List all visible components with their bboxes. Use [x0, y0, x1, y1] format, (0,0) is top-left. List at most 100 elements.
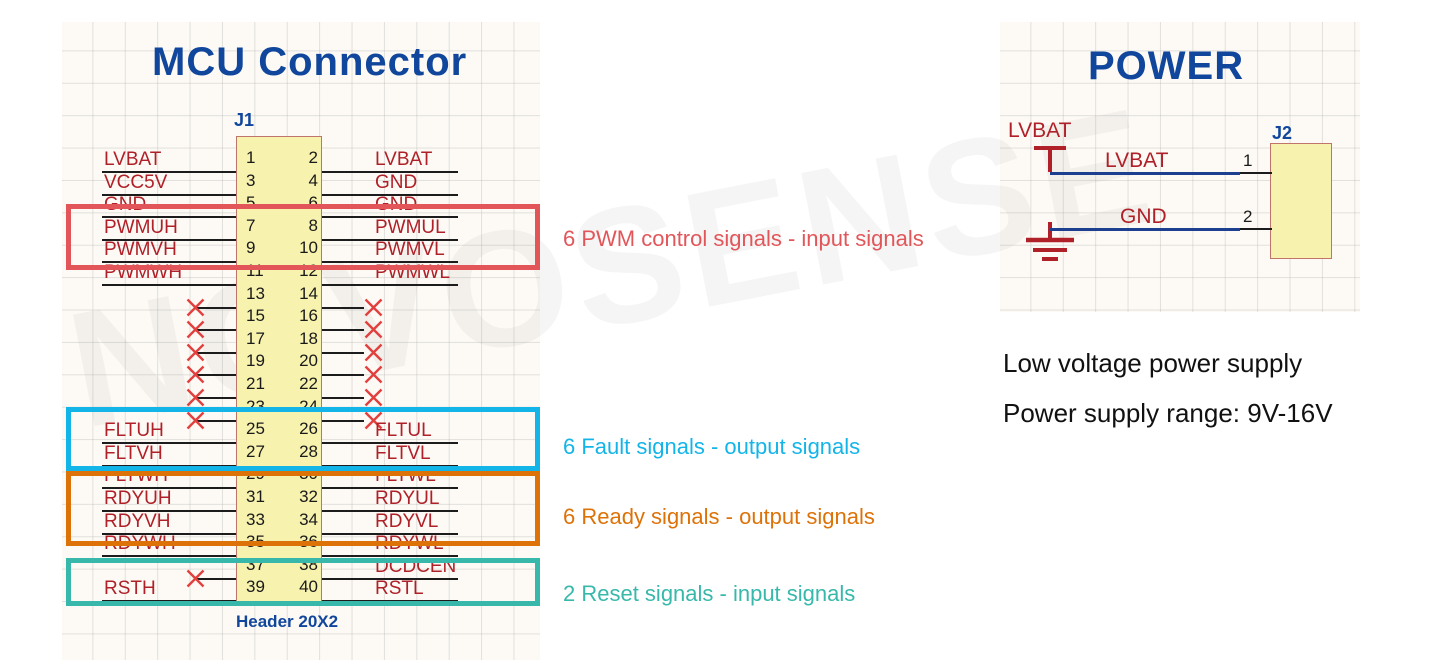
power-description-line-1: Low voltage power supply — [1003, 348, 1303, 378]
j1-pin-number-18: 18 — [299, 328, 318, 348]
no-connect-x-icon-pin-18 — [364, 343, 383, 362]
j1-netlabel-pin-26: FLTUL — [375, 420, 432, 442]
j1-pin-number-25: 25 — [246, 419, 265, 439]
j1-pin-number-19: 19 — [246, 351, 265, 371]
no-connect-x-icon-pin-19 — [186, 366, 205, 384]
j1-pin-number-4: 4 — [308, 170, 318, 190]
j1-pin-number-9: 9 — [246, 238, 256, 258]
j1-wire-pin-6 — [322, 216, 458, 219]
j1-wire-pin-10 — [322, 261, 458, 264]
highlight-box-fault — [66, 407, 540, 471]
annotation-ready: 6 Ready signals - output signals — [563, 504, 875, 529]
j1-wire-pin-18 — [322, 351, 364, 354]
no-connect-x-icon-pin-13 — [186, 298, 205, 316]
no-connect-x-icon-pin-16 — [364, 320, 383, 339]
power-description-line-2: Power supply range: 9V-16V — [1003, 398, 1333, 428]
no-connect-x-icon-pin-24 — [364, 411, 383, 429]
j1-pin-number-20: 20 — [299, 351, 318, 371]
j1-pin-number-32: 32 — [299, 487, 318, 506]
j1-wire-pin-3 — [102, 193, 236, 196]
j1-netlabel-pin-8: PWMUL — [375, 216, 446, 238]
j1-connector-body — [236, 136, 322, 604]
power-title: POWER — [1088, 44, 1245, 88]
j1-netlabel-pin-27: FLTVH — [104, 442, 163, 464]
j1-wire-pin-35 — [102, 555, 236, 558]
j1-pin-number-26: 26 — [299, 419, 318, 439]
annotation-fault: 6 Fault signals - output signals — [563, 434, 861, 459]
j1-wire-pin-25 — [102, 442, 236, 445]
j1-wire-pin-38 — [322, 577, 458, 580]
j1-pin-number-31: 31 — [246, 487, 265, 506]
j1-netlabel-pin-3: VCC5V — [104, 171, 168, 193]
j1-wire-pin-1 — [102, 171, 236, 173]
j1-wire-pin-34 — [322, 532, 458, 535]
lvbat-pin-wire — [1240, 172, 1272, 174]
j2-pin-number-2: 2 — [1243, 207, 1253, 226]
j1-pin-number-28: 28 — [299, 441, 318, 461]
j1-netlabel-pin-33: RDYVH — [104, 510, 171, 532]
j1-pin-number-17: 17 — [246, 328, 265, 348]
j1-wire-pin-20 — [322, 374, 364, 377]
j1-pin-number-5: 5 — [246, 193, 256, 213]
j1-wire-pin-19 — [196, 374, 236, 377]
j1-footprint-label: Header 20X2 — [236, 612, 339, 631]
j1-wire-pin-36 — [322, 555, 458, 558]
j1-pin-number-16: 16 — [299, 306, 318, 326]
j1-wire-pin-2 — [322, 171, 458, 173]
j1-wire-pin-29 — [102, 487, 236, 490]
j1-pin-number-8: 8 — [308, 215, 318, 235]
annotation-pwm: 6 PWM control signals - input signals — [563, 226, 924, 251]
gnd-pin-wire — [1240, 228, 1272, 230]
power-netlabel-gnd: GND — [1120, 205, 1167, 228]
j1-pin-number-33: 33 — [246, 509, 265, 529]
no-connect-x-icon-pin-15 — [186, 320, 205, 339]
j1-wire-pin-5 — [102, 216, 236, 219]
j1-wire-pin-17 — [196, 351, 236, 354]
j1-wire-pin-28 — [322, 464, 458, 467]
j1-pin-number-7: 7 — [246, 215, 256, 235]
no-connect-x-icon-pin-14 — [364, 298, 383, 316]
j1-netlabel-pin-25: FLTUH — [104, 420, 164, 442]
j1-wire-pin-7 — [102, 238, 236, 241]
j1-wire-pin-11 — [102, 284, 236, 286]
no-connect-x-icon-pin-23 — [186, 411, 205, 429]
j1-netlabel-pin-28: FLTVL — [375, 442, 431, 464]
j2-pin-number-1: 1 — [1243, 151, 1253, 170]
j1-wire-pin-27 — [102, 464, 236, 467]
j1-netlabel-pin-10: PWMVL — [375, 239, 445, 261]
j1-wire-pin-15 — [196, 329, 236, 332]
highlight-box-reset — [66, 558, 540, 606]
no-connect-x-icon-pin-20 — [364, 366, 383, 384]
j1-pin-number-2: 2 — [308, 148, 318, 167]
j1-wire-pin-22 — [322, 397, 364, 399]
j1-pin-number-15: 15 — [246, 306, 265, 326]
j1-pin-number-3: 3 — [246, 170, 256, 190]
j1-netlabel-pin-34: RDYVL — [375, 510, 439, 532]
j1-pin-number-39: 39 — [246, 577, 265, 597]
j1-pin-number-21: 21 — [246, 374, 265, 393]
j1-wire-pin-21 — [196, 397, 236, 399]
j1-wire-pin-24 — [322, 419, 364, 422]
j2-refdes-label: J2 — [1272, 123, 1293, 143]
no-connect-x-icon-pin-22 — [364, 388, 383, 407]
j1-pin-number-1: 1 — [246, 148, 256, 167]
j1-wire-pin-26 — [322, 442, 458, 445]
j1-netlabel-pin-40: RSTL — [375, 578, 424, 600]
no-connect-x-icon-pin-37 — [186, 569, 205, 588]
j1-netlabel-pin-4: GND — [375, 171, 418, 193]
j1-wire-pin-33 — [102, 532, 236, 535]
j1-wire-pin-14 — [322, 306, 364, 309]
highlight-box-pwm — [66, 204, 540, 270]
j1-netlabel-pin-7: PWMUH — [104, 216, 178, 238]
j1-netlabel-pin-1: LVBAT — [104, 149, 162, 170]
j1-wire-pin-9 — [102, 261, 236, 264]
j1-wire-pin-16 — [322, 329, 364, 332]
j1-refdes-label: J1 — [234, 110, 255, 130]
lvbat-power-port-icon — [1034, 146, 1066, 172]
j2-connector-body — [1270, 143, 1332, 259]
j1-wire-pin-32 — [322, 510, 458, 512]
j1-pin-number-27: 27 — [246, 441, 265, 461]
no-connect-x-icon-pin-21 — [186, 388, 205, 407]
j1-wire-pin-13 — [196, 306, 236, 309]
j1-pin-number-6: 6 — [308, 193, 318, 213]
